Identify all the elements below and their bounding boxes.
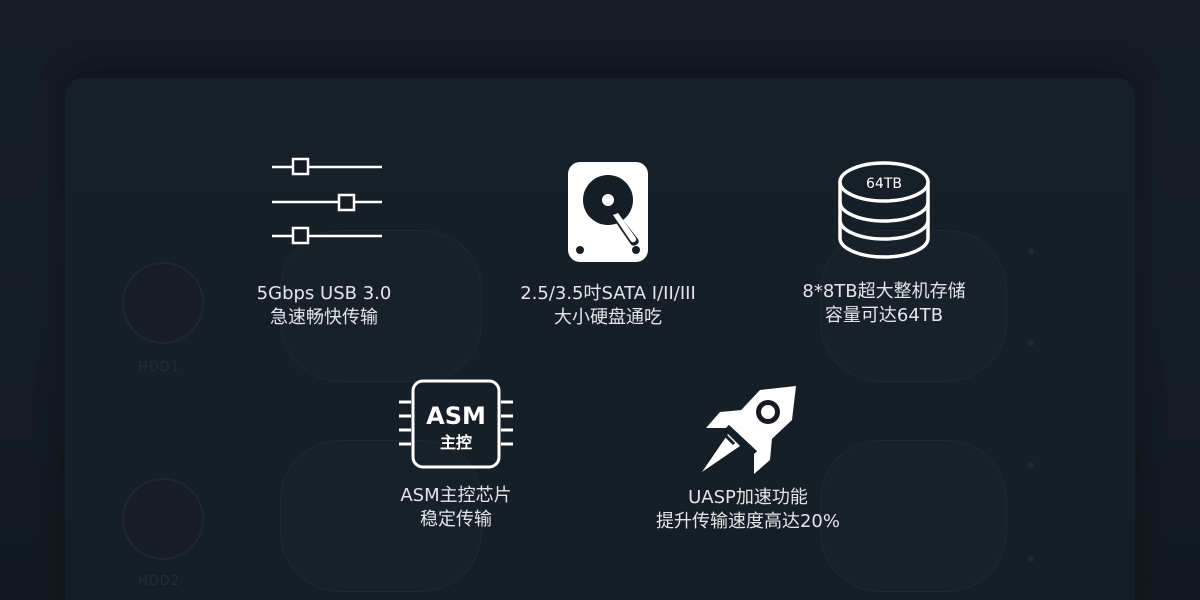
database-icon: 64TB	[838, 161, 930, 259]
feature-uasp: UASP加速功能 提升传输速度高达20%	[618, 384, 878, 534]
background-drive-bay	[280, 440, 482, 592]
sliders-icon	[272, 157, 382, 245]
feature-capacity-subtitle: 容量可达64TB	[824, 305, 944, 326]
hard-disk-icon	[568, 162, 648, 262]
feature-asm-chip-title: ASM主控芯片	[400, 485, 512, 506]
feature-asm-chip-subtitle: 稳定传输	[420, 509, 492, 530]
feature-uasp-title: UASP加速功能	[688, 487, 808, 508]
feature-sata-subtitle: 大小硬盘通吃	[554, 307, 662, 328]
feature-usb3-title: 5Gbps USB 3.0	[256, 283, 392, 304]
chip-icon-title: ASM	[426, 402, 486, 430]
feature-sata: 2.5/3.5吋SATA I/II/III 大小硬盘通吃	[488, 160, 728, 330]
feature-sata-title: 2.5/3.5吋SATA I/II/III	[520, 283, 696, 304]
feature-usb3-subtitle: 急速畅快传输	[270, 307, 378, 328]
background-led	[1028, 556, 1034, 562]
background-drive-bay	[820, 230, 1007, 382]
feature-uasp-subtitle: 提升传输速度高达20%	[655, 511, 840, 532]
background-slot-label: HDD1	[138, 360, 181, 375]
rocket-icon	[702, 386, 796, 474]
background-drive-bay	[280, 230, 482, 382]
background-led	[1028, 340, 1034, 346]
feature-usb3: 5Gbps USB 3.0 急速畅快传输	[204, 155, 444, 330]
background-led	[1028, 462, 1034, 468]
chip-icon: ASM 主控	[399, 379, 513, 469]
feature-capacity: 64TB 8*8TB超大整机存储 容量可达64TB	[764, 160, 1004, 328]
feature-capacity-title: 8*8TB超大整机存储	[802, 281, 966, 302]
background-led	[1028, 248, 1034, 254]
background-drive-bay	[820, 440, 1007, 592]
chip-icon-subtitle: 主控	[440, 433, 472, 452]
background-knob	[122, 478, 204, 560]
database-icon-label: 64TB	[866, 176, 902, 192]
feature-asm-chip: ASM 主控 ASM主控芯片 稳定传输	[336, 378, 576, 532]
background-knob	[122, 262, 204, 344]
background-slot-label: HDD2	[138, 574, 181, 589]
